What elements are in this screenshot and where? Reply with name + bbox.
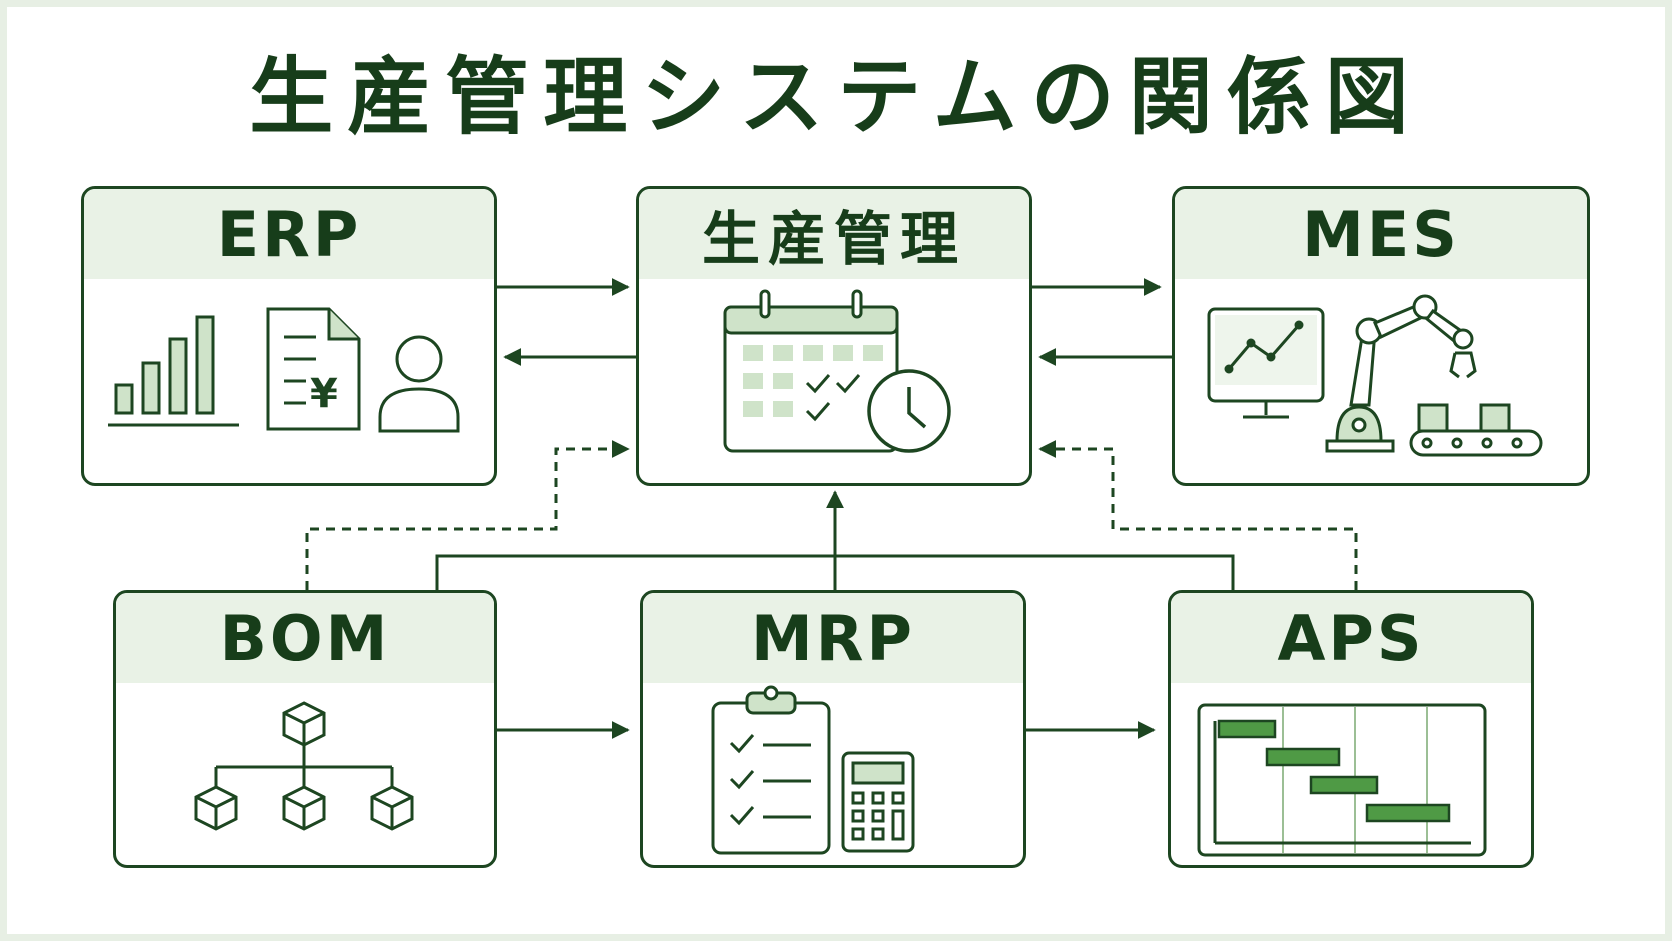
erp-box[interactable]: ERP ¥ [81, 186, 497, 486]
erp-label: ERP [84, 189, 494, 279]
aps-icons [1171, 683, 1531, 865]
cube-middle [282, 785, 326, 831]
clipboard-checklist-icon [711, 685, 831, 855]
mes-icons [1175, 279, 1587, 483]
mes-box[interactable]: MES [1172, 186, 1590, 486]
calculator-icon [841, 751, 915, 853]
conveyor-icon [1409, 403, 1543, 457]
aps-label: APS [1171, 593, 1531, 683]
mrp-label: MRP [643, 593, 1023, 683]
bom-label: BOM [116, 593, 494, 683]
person-icon [378, 335, 460, 433]
cube-top [282, 701, 326, 747]
dashed-arrow-aps-to-center [1038, 440, 1358, 590]
cube-left [194, 785, 238, 831]
mrp-box[interactable]: MRP [640, 590, 1026, 868]
erp-icons: ¥ [84, 279, 494, 483]
hierarchy-cubes-icon [194, 701, 414, 831]
center-icons [639, 279, 1029, 483]
bom-box[interactable]: BOM [113, 590, 497, 868]
monitor-chart-icon [1207, 307, 1325, 419]
gantt-chart-icon [1197, 703, 1487, 857]
mes-label: MES [1175, 189, 1587, 279]
mrp-icons [643, 683, 1023, 865]
invoice-yen-icon: ¥ [266, 307, 361, 431]
page-title: 生産管理システムの関係図 [249, 48, 1423, 146]
aps-box[interactable]: APS [1168, 590, 1534, 868]
center-label: 生産管理 [639, 189, 1029, 279]
yen-symbol: ¥ [310, 371, 338, 417]
dashed-arrow-bom-to-center [305, 440, 630, 590]
cube-right [370, 785, 414, 831]
bar-chart-icon [108, 315, 239, 427]
bom-icons [116, 683, 494, 865]
robot-arm-icon [1325, 294, 1477, 453]
center-box[interactable]: 生産管理 [636, 186, 1032, 486]
clock-icon [867, 369, 951, 453]
